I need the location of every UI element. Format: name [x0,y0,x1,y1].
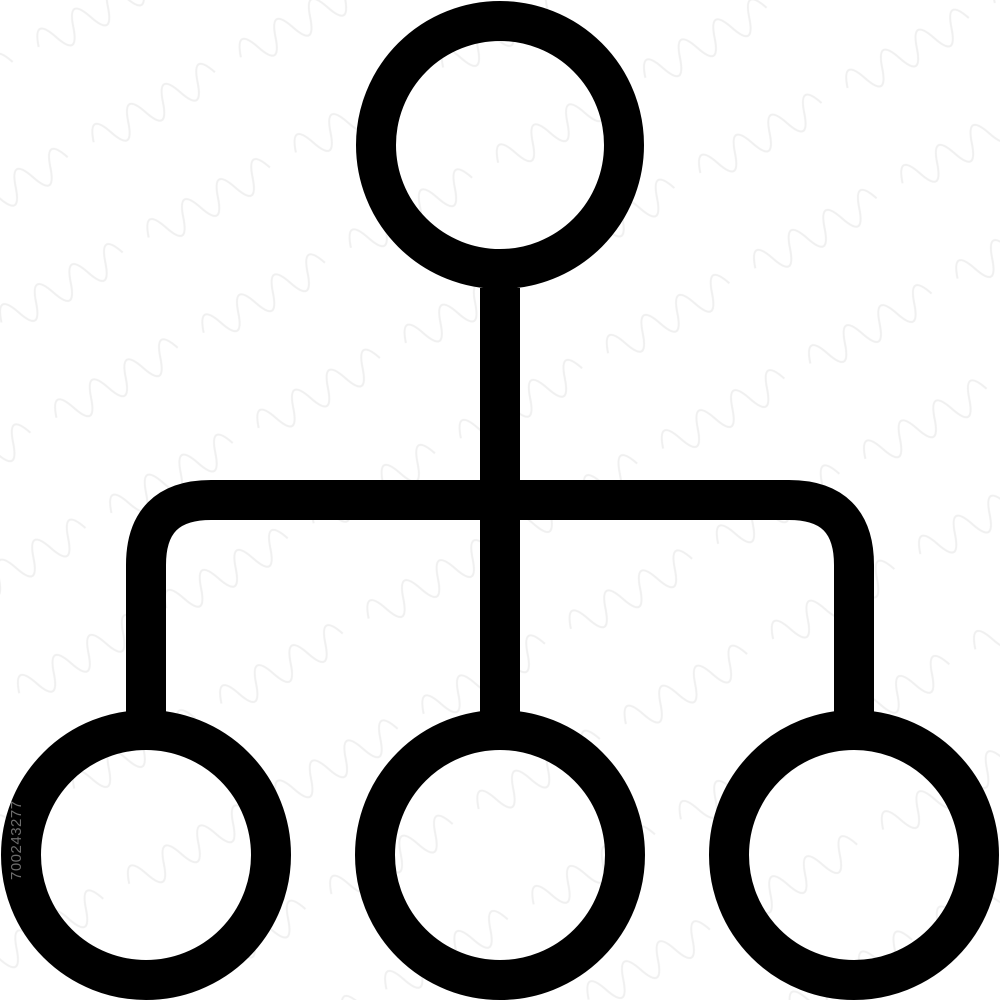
child-node-left [1,710,291,1000]
child-node-right [709,710,999,1000]
root-node [356,1,644,289]
branch-line [126,480,874,712]
child-node-center [355,710,645,1000]
watermark-id: 700243277 [8,800,25,880]
